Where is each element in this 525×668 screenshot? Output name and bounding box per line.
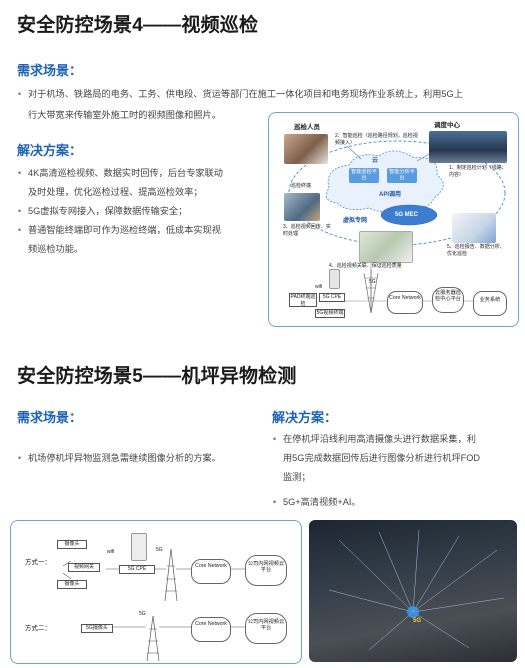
api-label: API调用 xyxy=(379,192,402,198)
scene4-solution-item: 4K高清巡检视频、数据实时回传，后台专家联动 及时处理，优化巡检过程、提高巡检效… xyxy=(17,164,267,202)
mode1-label: 方式一： xyxy=(25,559,51,566)
solution-line: 频巡检功能。 xyxy=(28,244,84,254)
service-system-cloud: 业务系统 xyxy=(473,291,507,316)
camera-label: 摄像头 xyxy=(57,540,87,549)
step5-label: 5、巡检报告、数据分析、优化巡检 xyxy=(447,244,505,257)
report-chart-image xyxy=(452,213,496,243)
video-cloud-platform-2: 公司内网视频云平台 xyxy=(245,613,287,644)
scene4-title: 安全防控场景4——视频巡检 xyxy=(17,15,259,36)
inspection-platform: 智能巡检平台 xyxy=(349,168,379,183)
scene5-solution-heading: 解决方案： xyxy=(272,410,338,425)
pad-terminal-label: PAD终端巡检 xyxy=(289,293,317,307)
dispatch-center-label: 调度中心 xyxy=(434,122,460,129)
solution-line: 4K高清巡检视频、数据实时回传，后台专家联动 xyxy=(28,168,223,178)
scene5-solution-item: 5G+高清视频+AI。 xyxy=(272,493,522,512)
cloud-label: 云 xyxy=(372,158,379,164)
scene5-solution-item: 在停机坪沿线利用高清摄像头进行数据采集，利 用5G完成数据回传后进行图像分析进行… xyxy=(272,430,522,487)
inspector-label: 巡检人员 xyxy=(294,124,320,131)
cpe-device-icon xyxy=(329,269,340,289)
solution-line: 用5G完成数据回传后进行图像分析进行机坪FOD xyxy=(283,453,481,463)
scene5-title: 安全防控场景5——机坪异物检测 xyxy=(17,366,297,387)
solution-line: 在停机坪沿线利用高清摄像头进行数据采集，利 xyxy=(283,434,476,444)
fod-network-diagram: 方式一： 摄像头 视频网关 摄像头 wifi 5G CPE 5G Core Ne… xyxy=(10,520,302,664)
core-network-cloud-2: Core Network xyxy=(191,617,231,642)
video-terminal-label: 5G视频终端 xyxy=(315,309,345,318)
solution-line: 及时处理，优化巡检过程、提高巡检效率； xyxy=(28,187,203,197)
analysis-platform: 智能分析平台 xyxy=(387,168,417,183)
camera-beams xyxy=(328,529,505,651)
scene4-solution-item: 5G虚拟专网接入，保障数据传输安全； xyxy=(17,202,267,221)
wifi-label: wifi xyxy=(315,284,323,290)
mec-label: 5G MEC xyxy=(395,212,419,218)
video-inspection-diagram: 巡检人员 2、智能巡检（巡检路径规划，巡检视频接入） 调度中心 1、制定巡检计划… xyxy=(268,112,519,327)
tower-icon xyxy=(164,548,178,602)
step3-label: 3、巡检视频回传、实时处理 xyxy=(283,224,331,237)
scene4-needs-text-line2: 行大带宽来传输室外施工时的视频图像和照片。 xyxy=(28,110,221,120)
dispatch-center-photo xyxy=(429,131,507,163)
solution-line: 监测； xyxy=(283,472,311,482)
tower-icon xyxy=(146,615,160,662)
airport-5g-label: 5G xyxy=(413,618,422,624)
5g-camera-label: 5G摄像头 xyxy=(81,624,113,633)
scene4-needs-text-line1: 对于机场、铁路局的电务、工务、供电段、货运等部门在施工一体化项目和电务现场作业系… xyxy=(17,85,525,104)
core-network-cloud: Core Network xyxy=(191,559,231,584)
video-cloud-platform: 公司内网视频云平台 xyxy=(245,555,287,586)
g5-label-2: 5G xyxy=(139,611,146,617)
solution-line: 普通智能终端即可作为巡检终端，低成本实现视 xyxy=(28,225,221,235)
camera-label-2: 摄像头 xyxy=(57,580,87,589)
terminal-label: 巡检终端 xyxy=(291,183,312,189)
virtual-network-label: 虚拟专网 xyxy=(343,218,368,224)
step2-label: 2、智能巡检（巡检路径规划，巡检视频接入） xyxy=(335,133,418,146)
inspector-photo xyxy=(284,134,328,164)
g5-label: 5G xyxy=(369,279,376,285)
intranet-cloud: 云服务器巡检中心平台 xyxy=(432,287,464,313)
tower-icon xyxy=(363,269,379,314)
scene4-solution-item: 普通智能终端即可作为巡检终端，低成本实现视 频巡检功能。 xyxy=(17,221,267,259)
diagram-lines xyxy=(288,140,506,314)
wifi-label: wifi xyxy=(107,549,115,555)
cpe-label: 5G CPE xyxy=(319,293,345,302)
scene4-needs-heading: 需求场景： xyxy=(17,63,83,78)
g5-label: 5G xyxy=(156,547,163,553)
video-gateway-label: 视频网关 xyxy=(68,563,100,572)
fod-lines xyxy=(62,548,245,662)
step1-label: 1、制定巡检计划（线路、内容） xyxy=(449,165,507,178)
core-network-cloud: Core Network xyxy=(387,291,423,314)
solution-line: 5G+高清视频+AI。 xyxy=(283,497,361,507)
cpe-device-icon xyxy=(131,533,147,561)
scene4-solution-heading: 解决方案： xyxy=(17,143,83,158)
scene5-needs-heading: 需求场景： xyxy=(17,410,83,425)
step4-label: 4、巡检视频关联、保证巡检质量 xyxy=(329,263,402,269)
map-screenshot xyxy=(359,231,413,263)
scene4-solution-list: 4K高清巡检视频、数据实时回传，后台专家联动 及时处理，优化巡检过程、提高巡检效… xyxy=(17,164,267,259)
solution-line: 5G虚拟专网接入，保障数据传输安全； xyxy=(28,206,188,216)
airport-apron-image: 5G xyxy=(309,520,517,662)
cpe-label: 5G CPE xyxy=(119,565,155,574)
mode2-label: 方式二： xyxy=(25,625,51,632)
scene5-needs-text: 机场停机坪异物监测急需继续图像分析的方案。 xyxy=(17,449,525,468)
terminal-photo xyxy=(284,193,320,221)
scene5-solution-list: 在停机坪沿线利用高清摄像头进行数据采集，利 用5G完成数据回传后进行图像分析进行… xyxy=(272,430,522,512)
